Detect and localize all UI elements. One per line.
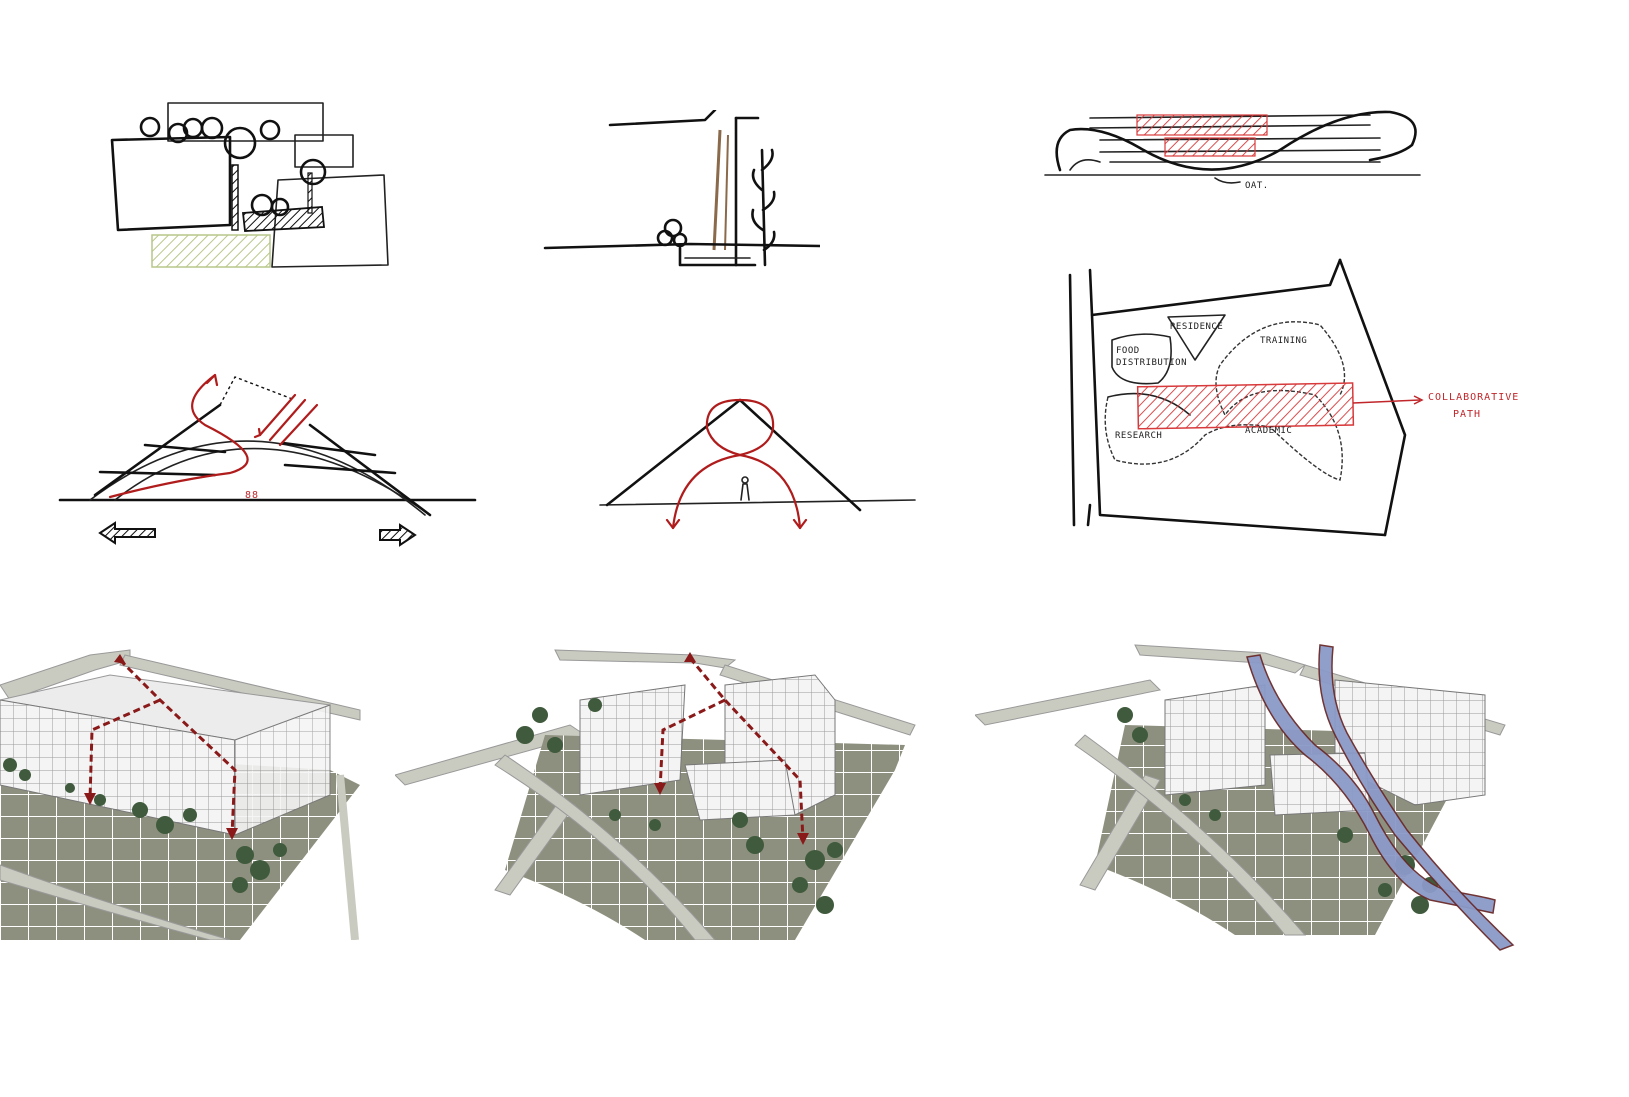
sketch-section-wall [540,110,820,280]
massing-model-1 [0,640,380,940]
zone-residence: RESIDENCE [1170,322,1223,332]
sketch-section-curve: OAT. [1040,100,1430,200]
tree-cluster-icon [3,758,287,893]
zone-academic: ACADEMIC [1245,426,1292,436]
path-label-2: PATH [1453,409,1481,420]
person-icon [740,476,750,501]
sketch-zoning-plan: FOOD DISTRIBUTION RESIDENCE TRAINING RES… [1060,255,1560,585]
arrow-left-icon [98,521,156,545]
tree-cluster-icon [516,698,843,914]
massing-model-3 [975,635,1535,955]
arrow-right-icon [379,523,417,547]
river [1246,654,1496,914]
sketch-dome-climate: 88 [55,365,485,555]
sketch-triangle-loop [595,380,925,540]
zone-training: TRAINING [1260,336,1307,346]
massing-model-2 [395,640,925,940]
sketch-plan-trees [100,95,400,285]
zone-food: FOOD [1116,346,1140,356]
tree-icon [139,116,327,217]
zone-food-distribution: DISTRIBUTION [1116,358,1187,368]
path-label-1: COLLABORATIVE [1428,392,1519,403]
label-out: OAT. [1245,181,1269,191]
zone-research: RESEARCH [1115,431,1162,441]
bench-icon [656,218,688,248]
svg-text:88: 88 [245,490,259,501]
